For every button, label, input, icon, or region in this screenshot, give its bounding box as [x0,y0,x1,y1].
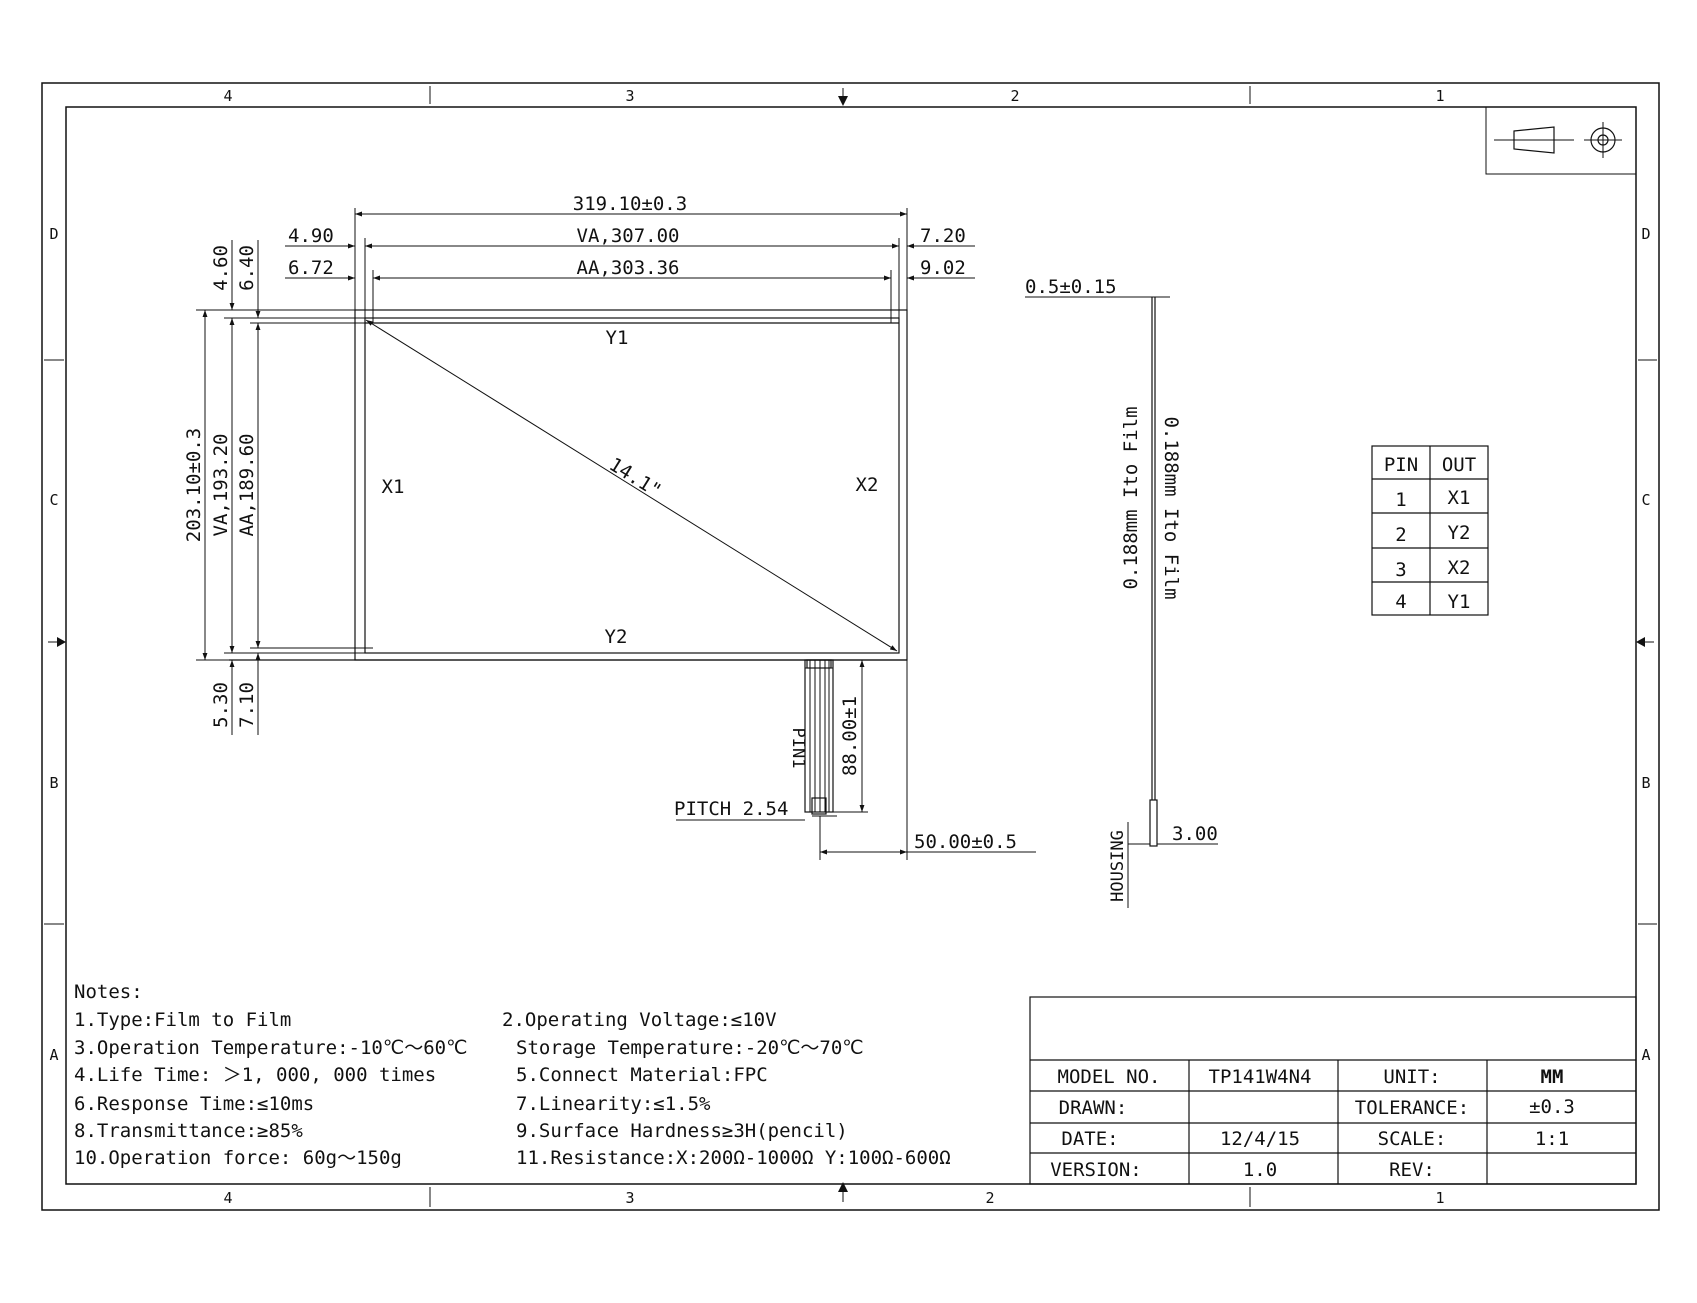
zone-row-a-right: A [1641,1046,1650,1064]
pin-table: PIN OUT 1 X1 2 Y2 3 X2 4 Y1 [1371,445,1489,616]
pin-table-cell: X1 [1448,487,1471,509]
pin-table-cell: X2 [1448,557,1471,579]
version-value: 1.0 [1243,1159,1277,1181]
note-item: 9.Surface Hardness≥3H(pencil) [516,1120,848,1142]
dim-panel-height: 203.10±0.3 [183,428,205,542]
dim-aa-height: AA,189.60 [236,434,258,537]
note-item: 5.Connect Material:FPC [516,1064,768,1086]
panel-outline [229,309,908,661]
fpc-tail [676,659,1036,860]
drawn-label: DRAWN: [1059,1097,1128,1119]
note-item: Storage Temperature:-20℃～70℃ [516,1037,864,1059]
dim-right-aa: 9.02 [920,257,966,279]
date-value: 12/4/15 [1220,1128,1300,1150]
dim-va-height: VA,193.20 [210,434,232,537]
dim-bottom-aa: 7.10 [236,682,258,728]
dim-thickness: 0.5±0.15 [1025,276,1117,298]
pin-table-cell: Y1 [1448,591,1471,613]
pin-table-cell: 1 [1395,489,1406,511]
rev-label: REV: [1389,1159,1435,1181]
unit-label: UNIT: [1383,1066,1440,1088]
projection-symbol-icon [1485,106,1637,175]
zone-col-1-bottom: 1 [1435,1189,1444,1207]
note-item: 10.Operation force: 60g～150g [74,1147,402,1169]
zone-col-2-bottom: 2 [985,1189,994,1207]
version-label: VERSION: [1050,1159,1142,1181]
dim-housing: 3.00 [1172,823,1218,845]
diagonal-label: 14.1" [605,453,665,502]
note-item: 1.Type:Film to Film [74,1009,291,1031]
zone-row-b-right: B [1641,774,1650,792]
zone-col-1-top: 1 [1435,87,1444,105]
vertical-dimensions [196,240,373,735]
notes: Notes: 1.Type:Film to Film 3.Operation T… [74,981,951,1169]
model-value: TP141W4N4 [1209,1066,1312,1088]
film-label-right: 0.188mm Ito Film [1160,416,1182,599]
zone-row-d-left: D [49,225,58,243]
note-item: 4.Life Time: ＞1, 000, 000 times [74,1064,436,1086]
panel-diagonal [365,319,898,652]
pin1-label: PIN1 [788,728,808,769]
title-block [1029,996,1637,1185]
housing-label: HOUSING [1108,830,1128,902]
zone-col-3-bottom: 3 [625,1189,634,1207]
electrode-y1-label: Y1 [606,327,629,349]
scale-value: 1:1 [1535,1128,1569,1150]
tolerance-label: TOLERANCE: [1355,1097,1469,1119]
date-label: DATE: [1061,1128,1118,1150]
pin-table-cell: 4 [1395,591,1406,613]
note-item: 6.Response Time:≤10ms [74,1093,314,1115]
note-item: 2.Operating Voltage:≤10V [502,1009,777,1031]
zone-col-3-top: 3 [625,87,634,105]
dim-left-va: 4.90 [288,225,334,247]
sheet-frame [41,82,1660,1211]
pin-table-cell: 3 [1395,559,1406,581]
dim-top-aa: 6.40 [236,245,258,291]
zone-labels: 4 3 2 1 4 3 2 1 D C B A D C B A [49,87,1650,1207]
pin-table-cell: Y2 [1448,522,1471,544]
dim-va-width: VA,307.00 [577,225,680,247]
model-label: MODEL NO. [1058,1066,1161,1088]
dim-bottom-va: 5.30 [210,682,232,728]
note-item: 11.Resistance:X:200Ω-1000Ω Y:100Ω-600Ω [516,1147,951,1169]
dim-fpc-length: 88.00±1 [839,696,861,776]
note-item: 7.Linearity:≤1.5% [516,1093,711,1115]
dim-top-va: 4.60 [210,245,232,291]
zone-row-c-right: C [1641,491,1650,509]
zone-row-a-left: A [49,1046,58,1064]
notes-title: Notes: [74,981,143,1003]
tolerance-value: ±0.3 [1529,1096,1575,1118]
electrode-y2-label: Y2 [605,626,628,648]
dim-left-aa: 6.72 [288,257,334,279]
dim-fpc-offset: 50.00±0.5 [914,831,1017,853]
side-view [1025,296,1218,908]
zone-row-c-left: C [49,491,58,509]
dim-right-va: 7.20 [920,225,966,247]
electrode-x2-label: X2 [856,474,879,496]
note-item: 3.Operation Temperature:-10℃～60℃ [74,1037,467,1059]
scale-label: SCALE: [1378,1128,1447,1150]
unit-value: MM [1541,1066,1564,1088]
horizontal-dimensions [285,208,975,323]
zone-col-4-bottom: 4 [223,1189,232,1207]
zone-col-4-top: 4 [223,87,232,105]
pin-table-cell: 2 [1395,524,1406,546]
electrode-x1-label: X1 [382,476,405,498]
dim-pitch: PITCH 2.54 [674,798,788,820]
pin-table-header-out: OUT [1442,454,1476,476]
dim-panel-width: 319.10±0.3 [573,193,687,215]
film-label-left: 0.188mm Ito Film [1120,406,1142,589]
note-item: 8.Transmittance:≥85% [74,1120,303,1142]
pin-table-header-pin: PIN [1384,454,1418,476]
dim-aa-width: AA,303.36 [577,257,680,279]
zone-col-2-top: 2 [1010,87,1019,105]
zone-row-b-left: B [49,774,58,792]
zone-row-d-right: D [1641,225,1650,243]
